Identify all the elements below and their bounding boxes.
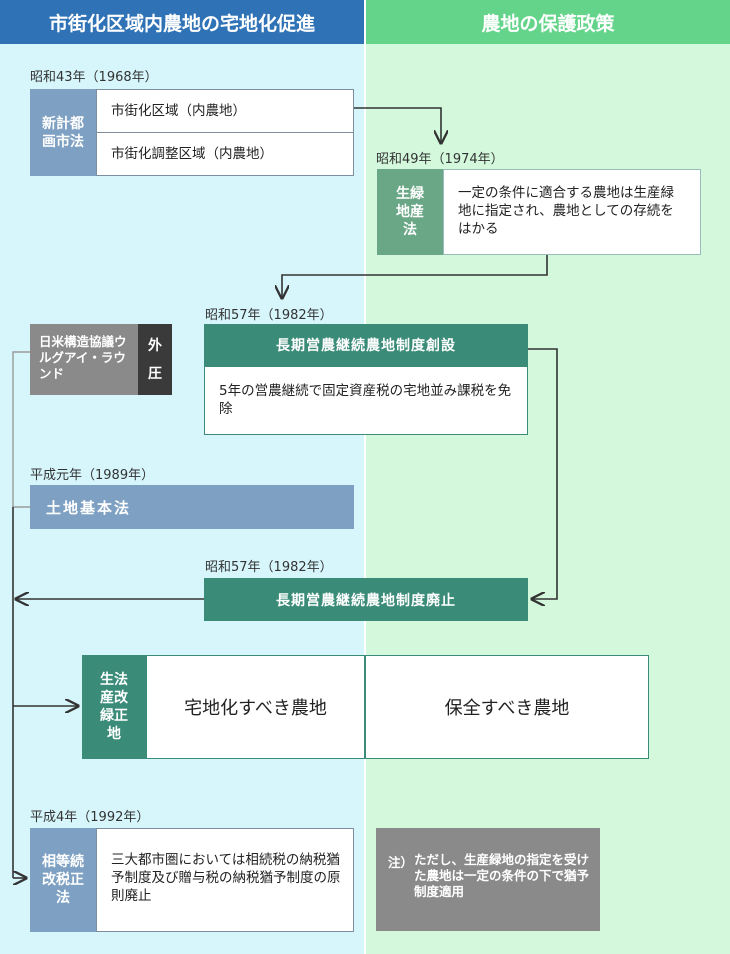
land-to-preserve-cell: 保全すべき農地 <box>365 655 649 759</box>
arrow-green-to-longterm <box>282 255 548 298</box>
panel-divider <box>364 0 366 954</box>
inheritance-tax-label: 相等続改税正法 <box>30 828 96 932</box>
long-term-create-text: 5年の営農継続で固定資産税の宅地並み課税を免除 <box>219 383 512 417</box>
long-term-create-title: 長期営農継続農地制度創設 <box>204 324 528 366</box>
inheritance-tax-date: 平成4年（1992年） <box>30 810 150 825</box>
urban-planning-label: 新計都画市法 <box>30 89 96 176</box>
note-box: 注） ただし、生産緑地の指定を受けた農地は一定の条件の下で猶予制度適用 <box>376 828 600 931</box>
land-basic-law-date: 平成元年（1989年） <box>30 468 155 483</box>
inheritance-tax-box: 三大都市圏においては相続税の納税猶予制度及び贈与税の納税猶予制度の原則廃止 <box>96 828 354 932</box>
green-farmland-text: 一定の条件に適合する農地は生産緑地に指定され、農地としての存続をはかる <box>458 185 674 237</box>
urban-planning-box: 市街化区域（内農地） 市街化調整区域（内農地） <box>96 89 354 176</box>
note-text: ただし、生産緑地の指定を受けた農地は一定の条件の下で猶予制度適用 <box>414 852 590 899</box>
urban-planning-row-1: 市街化区域（内農地） <box>111 103 246 119</box>
right-panel-background <box>365 0 730 954</box>
line-foreign-pressure <box>12 351 30 508</box>
right-header-title: 農地の保護政策 <box>481 12 615 35</box>
urban-planning-row-2: 市街化調整区域（内農地） <box>111 146 273 162</box>
long-term-create-box: 5年の営農継続で固定資産税の宅地並み課税を免除 <box>204 366 528 435</box>
long-term-abolish-title: 長期営農継続農地制度廃止 <box>204 578 528 621</box>
long-term-create-date: 昭和57年（1982年） <box>205 308 333 323</box>
green-farmland-label: 生緑地産法 <box>377 169 443 255</box>
urban-planning-row-divider <box>97 132 353 133</box>
green-law-revision-label: 生法産改緑正地 <box>82 655 146 759</box>
long-term-abolish-date: 昭和57年（1982年） <box>205 560 333 575</box>
green-farmland-box: 一定の条件に適合する農地は生産緑地に指定され、農地としての存続をはかる <box>443 169 701 255</box>
right-column-header: 農地の保護政策 <box>366 0 730 44</box>
inheritance-tax-text: 三大都市圏においては相続税の納税猶予制度及び贈与税の納税猶予制度の原則廃止 <box>111 852 341 904</box>
land-to-urbanize-cell: 宅地化すべき農地 <box>146 655 365 759</box>
foreign-pressure-text: 日米構造協議ウルグアイ・ラウンド <box>39 334 127 381</box>
note-prefix: 注） <box>388 855 414 870</box>
left-column-header: 市街化区域内農地の宅地化促進 <box>0 0 364 44</box>
urban-planning-date: 昭和43年（1968年） <box>30 70 158 85</box>
arrow-urban-to-green <box>354 107 441 143</box>
arrow-create-to-abolish <box>528 348 558 599</box>
land-basic-law-title: 土地基本法 <box>30 485 354 529</box>
foreign-pressure-box: 日米構造協議ウルグアイ・ラウンド <box>30 324 138 395</box>
left-header-title: 市街化区域内農地の宅地化促進 <box>48 12 315 35</box>
green-farmland-date: 昭和49年（1974年） <box>376 152 504 167</box>
foreign-pressure-label: 外圧 <box>138 324 172 395</box>
